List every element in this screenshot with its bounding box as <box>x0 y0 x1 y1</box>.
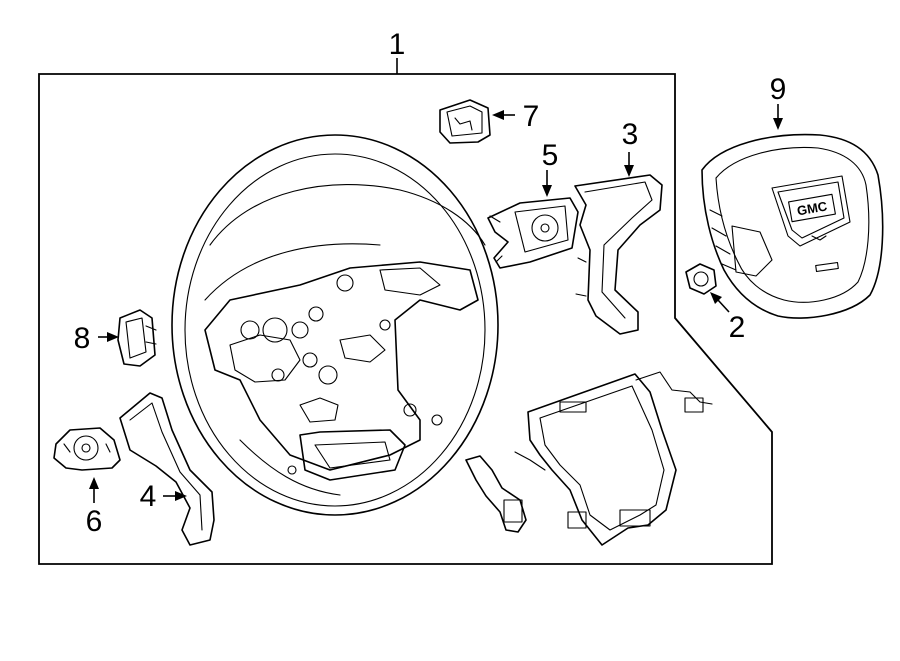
right-control-switch <box>487 197 579 269</box>
callout-8-label: 8 <box>74 322 91 355</box>
left-trim-bezel <box>119 392 215 546</box>
assembly-frame <box>38 73 773 565</box>
callout-5-label: 5 <box>542 139 559 172</box>
callout-8-arrow <box>107 332 119 342</box>
callout-3-arrow <box>624 165 634 177</box>
left-control-switch <box>53 427 121 471</box>
callout-7-label: 7 <box>523 100 540 133</box>
callout-2-leader <box>717 299 730 313</box>
wiring-harness <box>465 371 713 546</box>
callout-9-arrow <box>773 118 783 130</box>
switch-connector <box>117 309 157 367</box>
steering-wheel <box>171 134 499 516</box>
callout-5-arrow <box>542 185 552 197</box>
callout-4-label: 4 <box>140 480 157 513</box>
gmc-badge-text: GMC <box>796 198 829 218</box>
callout-6-label: 6 <box>86 505 103 538</box>
callout-9-label: 9 <box>770 73 787 106</box>
nut <box>685 263 717 295</box>
callout-6-arrow <box>89 477 99 489</box>
callout-2-label: 2 <box>729 311 746 344</box>
clip-module <box>439 99 491 144</box>
callout-7-arrow <box>492 110 504 120</box>
callout-3-label: 3 <box>622 118 639 151</box>
callout-1-label: 1 <box>389 28 406 61</box>
airbag-module: GMC <box>701 133 884 319</box>
callout-4-arrow <box>175 491 187 501</box>
right-trim-bezel <box>574 174 663 335</box>
callout-2-arrow <box>710 292 722 304</box>
